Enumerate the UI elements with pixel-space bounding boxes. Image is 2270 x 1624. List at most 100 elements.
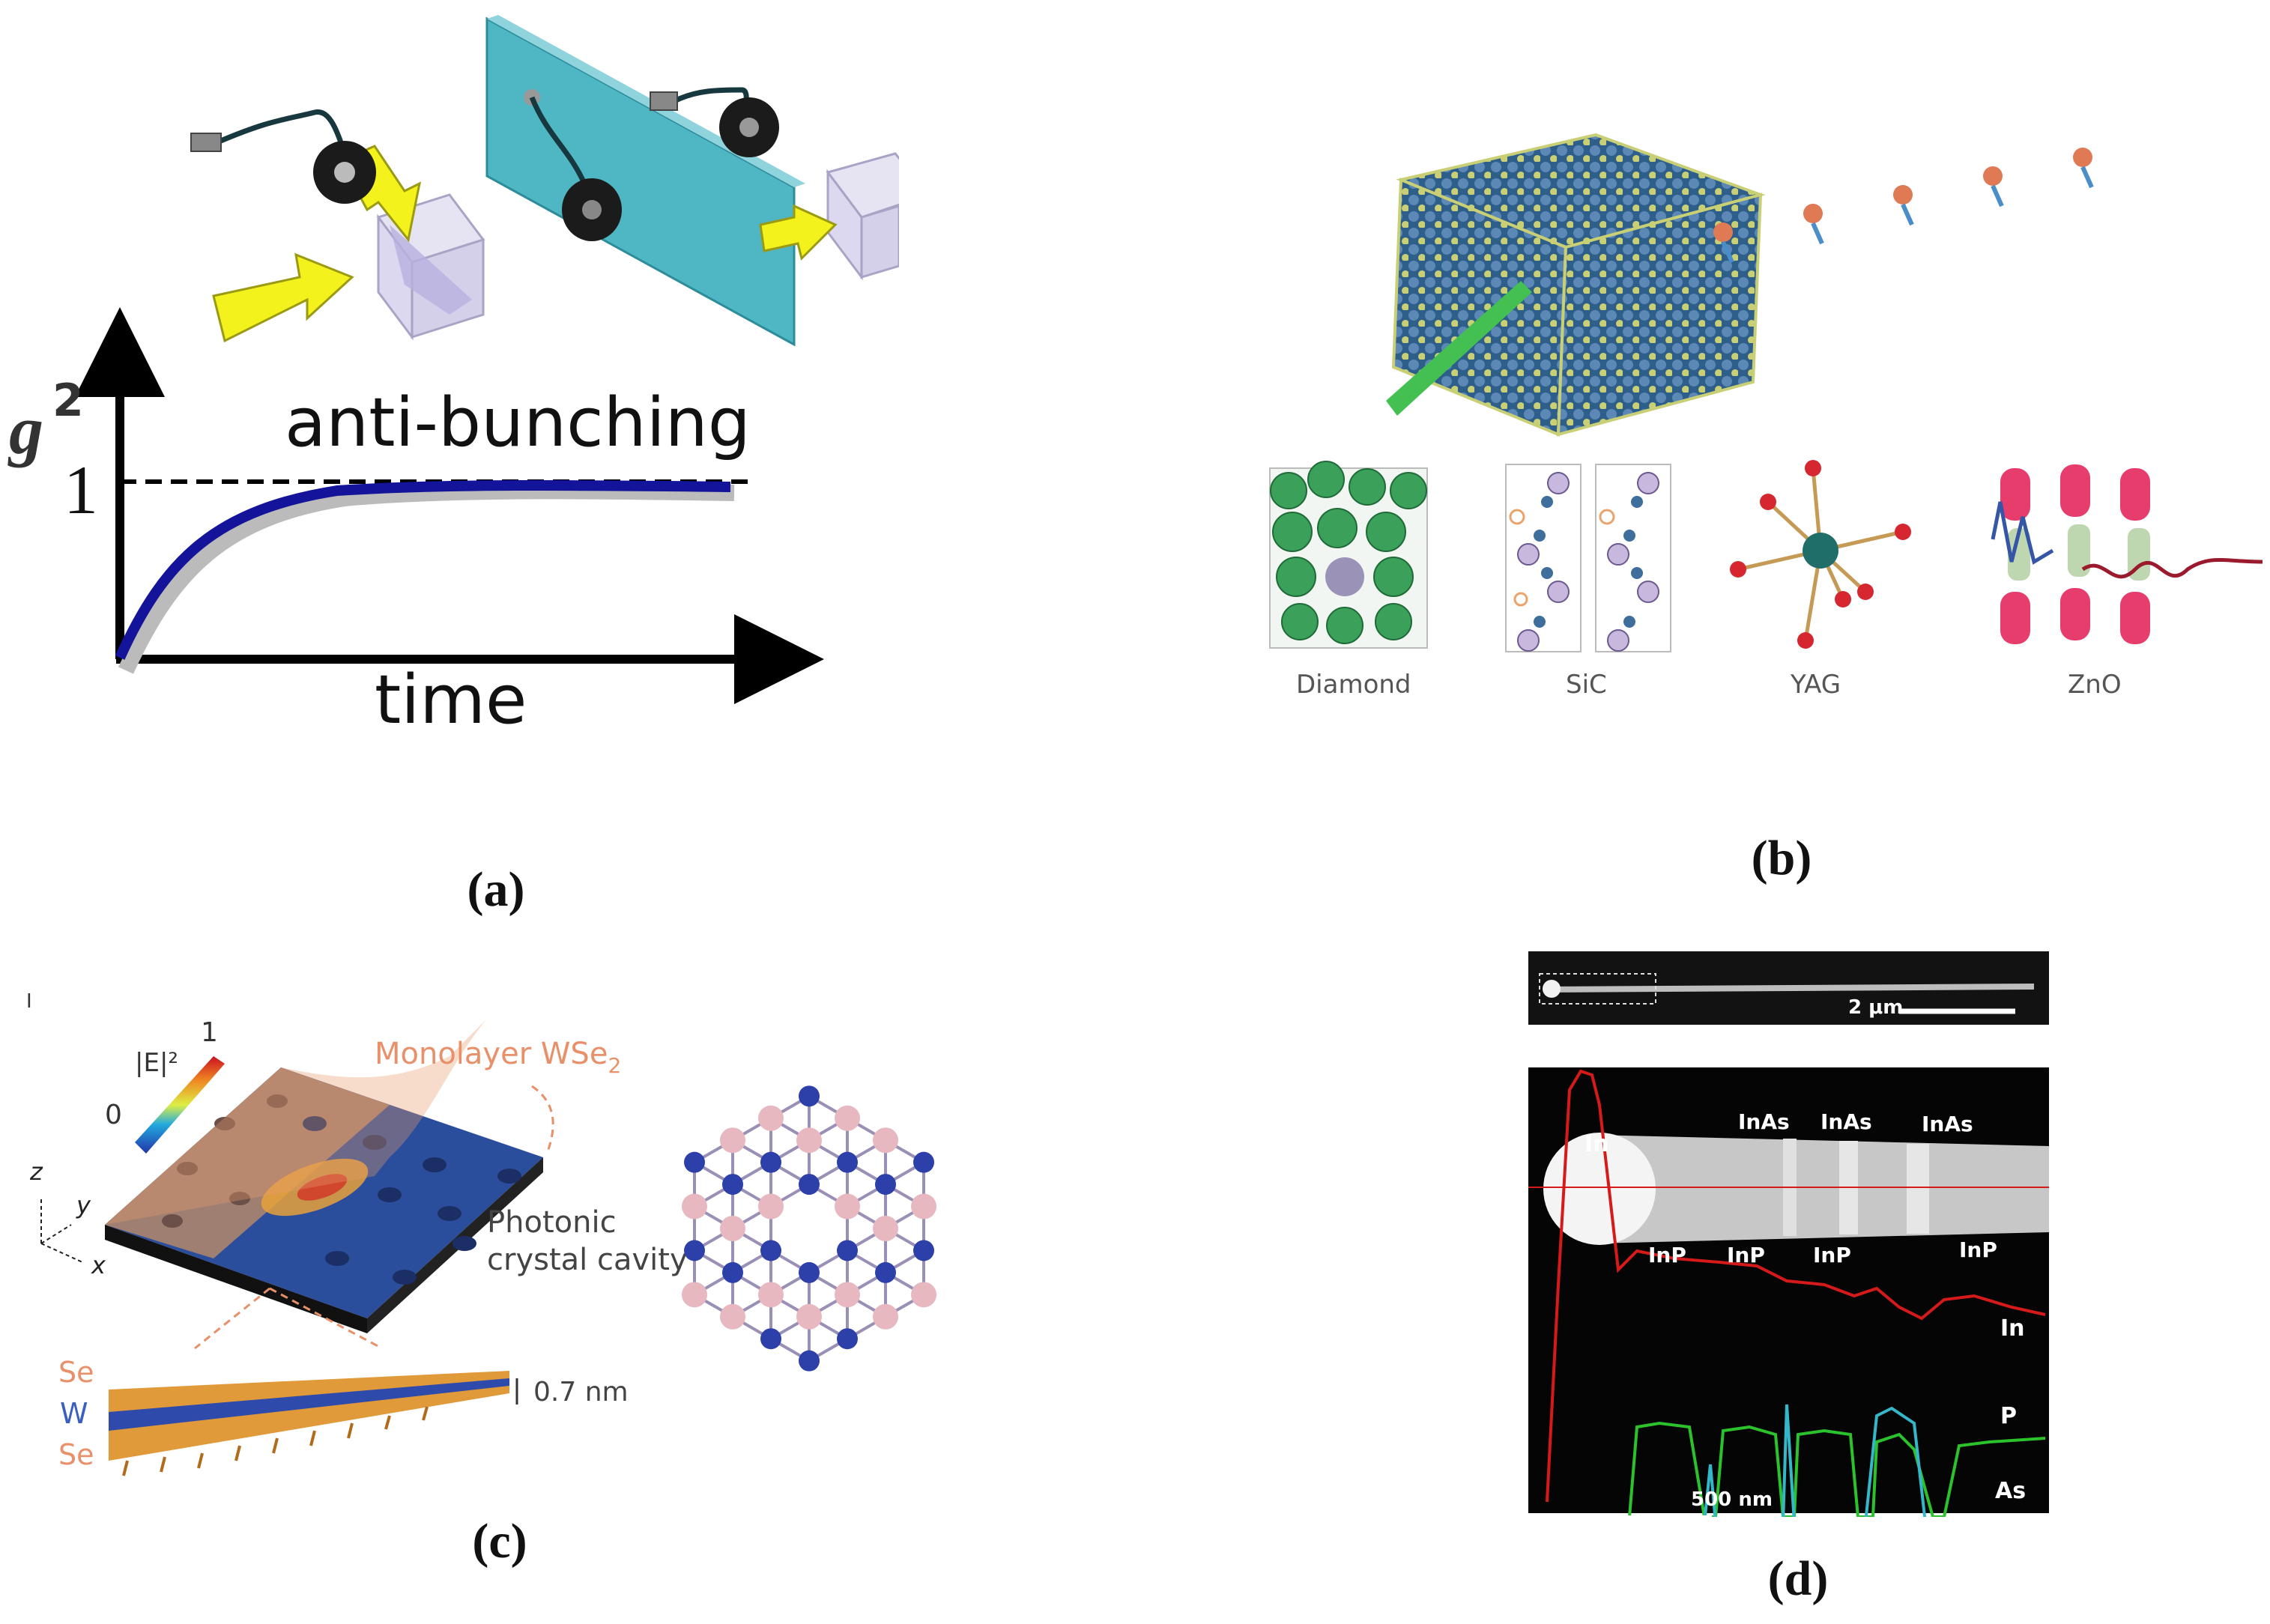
material-label-yag: YAG: [1790, 670, 1841, 700]
laser-beam: [1386, 281, 1532, 416]
lattice-atom: [873, 1303, 898, 1330]
lattice-atom: [720, 1216, 745, 1241]
cavity-label-2: crystal cavity: [487, 1243, 688, 1277]
yag-structure: [1730, 460, 1911, 649]
lattice-atom: [799, 1085, 820, 1107]
lattice-atom: [684, 1151, 705, 1173]
detector-3: [650, 87, 779, 157]
diamond-structure: [1269, 461, 1428, 649]
lattice-atom: [720, 1127, 745, 1154]
lattice-atom: [799, 1261, 820, 1283]
lattice-atom: [799, 1350, 820, 1372]
colorbar: [135, 1056, 225, 1154]
lattice-atom: [760, 1151, 781, 1173]
lattice-atom: [682, 1193, 707, 1219]
trace-p: [1605, 1421, 2046, 1517]
g2-plot: g 2 1 anti-bunching time: [7, 307, 824, 739]
lattice-atom: [911, 1282, 936, 1308]
panel-d-figure: 2 μm In InAs InAs InAs InP InP InP InP I…: [1528, 951, 2049, 1517]
wse2-monolayer: [109, 1371, 509, 1476]
eds-line-scan: [1546, 1069, 2046, 1517]
lattice-atom: [837, 1240, 858, 1261]
emitted-spins: [1713, 148, 2094, 264]
panel-b-caption: (b): [1751, 831, 1812, 885]
g2-curve: [115, 479, 731, 660]
panel-a-caption: (a): [467, 862, 525, 917]
trace-in: [1546, 1069, 2046, 1503]
label-inp-2: InP: [1727, 1243, 1765, 1267]
panel-b-figure: Diamond SiC YAG ZnO: [1269, 133, 2263, 700]
x-label-time: time: [375, 661, 527, 739]
lattice-atom: [913, 1151, 934, 1173]
lattice-atom: [835, 1282, 860, 1308]
beamsplitter-cube-right: [826, 152, 899, 281]
incident-beam-arrow: [212, 252, 354, 343]
axis-z-label: z: [29, 1157, 43, 1186]
trace-as: [1703, 1404, 1927, 1517]
photonic-crystal-slab: [105, 1019, 543, 1333]
label-inas-2: InAs: [1820, 1109, 1872, 1134]
zoom-region-box: [1539, 973, 1656, 1005]
zno-structure: [1991, 464, 2263, 644]
panel-d-caption: (d): [1767, 1551, 1829, 1606]
lattice-atom: [796, 1303, 822, 1330]
nanowire-overview: [1528, 951, 2049, 1025]
sic-structure: [1505, 464, 1671, 652]
detector-1: [190, 109, 376, 204]
lattice-atom: [760, 1240, 781, 1261]
g2-curve-shadow: [118, 482, 735, 674]
colorbar-label: |E|²: [135, 1048, 178, 1078]
label-tip-in: In: [1585, 1131, 1609, 1157]
layer-label-se-top: Se: [58, 1356, 94, 1389]
label-inp-3: InP: [1813, 1243, 1851, 1267]
lattice-atom: [758, 1105, 784, 1131]
axis-x-label: x: [91, 1251, 106, 1279]
trace-label-in: In: [2000, 1315, 2025, 1342]
lattice-atom: [720, 1303, 745, 1330]
hbt-setup-illustration: [190, 15, 899, 347]
lattice-atom: [835, 1105, 860, 1131]
trace-label-as: As: [1995, 1478, 2026, 1504]
lattice-atom: [875, 1174, 896, 1196]
lattice-atom: [758, 1282, 784, 1308]
thickness-label: 0.7 nm: [533, 1377, 629, 1408]
axis-y-label: y: [76, 1191, 91, 1219]
cavity-label-1: Photonic: [487, 1205, 617, 1240]
lattice-atom: [837, 1328, 858, 1350]
lattice-atom: [837, 1151, 858, 1173]
material-label-sic: SiC: [1566, 670, 1607, 700]
colorbar-max: 1: [201, 1017, 218, 1048]
lattice-atom: [722, 1261, 743, 1283]
lattice-atom: [760, 1328, 781, 1350]
host-crystal-lattice: [1386, 133, 1766, 437]
lattice-atom: [875, 1261, 896, 1283]
panel-c-letter: I: [26, 990, 32, 1013]
scalebar-bottom-label: 500 nm: [1691, 1488, 1773, 1511]
monolayer-pointer: [531, 1085, 554, 1154]
trace-label-p: P: [2000, 1403, 2017, 1429]
y-tick-1: 1: [64, 452, 98, 528]
beamsplitter-cube-left: [376, 193, 485, 341]
lattice-atom: [835, 1193, 860, 1219]
lattice-atom: [722, 1174, 743, 1196]
lattice-atom: [796, 1127, 822, 1154]
material-label-zno: ZnO: [2068, 670, 2122, 700]
label-inp-4: InP: [1959, 1237, 1997, 1262]
y-label-exponent: 2: [52, 375, 84, 427]
detector-2: [524, 89, 622, 241]
hexagonal-lattice: [682, 1085, 936, 1372]
lattice-atom: [799, 1174, 820, 1196]
panel-a-figure: g 2 1 anti-bunching time: [7, 15, 899, 739]
anti-bunching-label: anti-bunching: [285, 384, 751, 462]
scalebar-top-label: 2 μm: [1848, 996, 1903, 1019]
lattice-atom: [682, 1282, 707, 1308]
lattice-atom: [873, 1216, 898, 1241]
label-inas-1: InAs: [1738, 1109, 1790, 1134]
xyz-axes: [40, 1199, 83, 1263]
label-inas-3: InAs: [1922, 1112, 1973, 1136]
material-label-diamond: Diamond: [1296, 670, 1411, 700]
lattice-atom: [758, 1193, 784, 1219]
label-inp-1: InP: [1648, 1243, 1686, 1267]
panel-c-figure: I 1 0 |E|² Monolayer WSe2 Photonic cryst…: [26, 990, 936, 1476]
nanowire-zoom-image: [1528, 1067, 2049, 1513]
